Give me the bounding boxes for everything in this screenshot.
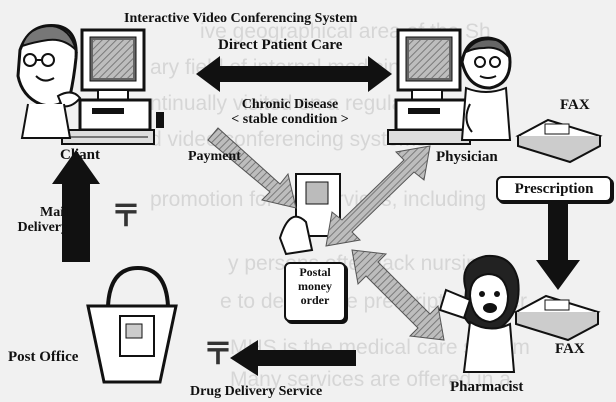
pharmacist-payment-arrow (351, 249, 445, 341)
condition-label: Chronic Disease < stable condition > (225, 97, 355, 127)
payment-label: Payment (188, 149, 241, 164)
fax-label-bottom: FAX (555, 341, 585, 357)
client-person-icon (16, 24, 82, 139)
physician-label: Physician (436, 149, 498, 165)
money-order-line-2: money (298, 278, 332, 293)
drug-delivery-arrow (230, 340, 356, 376)
money-order-line-1: Postal (299, 265, 331, 279)
mail-delivery-line-1: Mail (40, 205, 68, 220)
physician-computer-icon (387, 28, 471, 145)
mail-delivery-line-2: Delivery (17, 219, 68, 235)
background-text-line: ntinually visited on a regular ba (150, 92, 440, 115)
pharmacist-label: Pharmacist (450, 379, 524, 395)
condition-line-2: < stable condition > (231, 111, 349, 127)
parcel-bag-icon (86, 265, 178, 384)
background-text-line: Many services are offered in a (230, 368, 511, 391)
postal-mark-icon: 〒 (111, 199, 141, 234)
fax-machine-icon (515, 118, 603, 164)
postal-mark-icon: 〒 (203, 337, 233, 372)
mail-delivery-label: Mail Delivery (8, 205, 68, 235)
prescription-box: Prescription (496, 176, 612, 202)
fax-label-top: FAX (560, 97, 590, 113)
post-office-label: Post Office (8, 349, 79, 365)
physician-payment-arrow (325, 145, 431, 247)
drug-delivery-label: Drug Delivery Service (190, 384, 323, 399)
physician-person-icon (460, 36, 512, 141)
payment-arrow (207, 127, 297, 209)
client-computer-icon (61, 28, 164, 145)
diagram-title: Interactive Video Conferencing System (124, 11, 358, 26)
pharmacist-person-icon (438, 254, 520, 373)
direct-care-label: Direct Patient Care (218, 37, 343, 53)
fax-to-pharmacist-arrow (536, 198, 580, 290)
condition-line-1: Chronic Disease (241, 97, 339, 112)
client-label: Cliant (60, 147, 101, 163)
fax-machine-icon (513, 294, 601, 342)
money-order-line-3: order (300, 292, 330, 307)
money-order-box: Postal money order (284, 262, 346, 322)
direct-care-arrow (196, 56, 392, 92)
mail-delivery-arrow (52, 150, 100, 262)
